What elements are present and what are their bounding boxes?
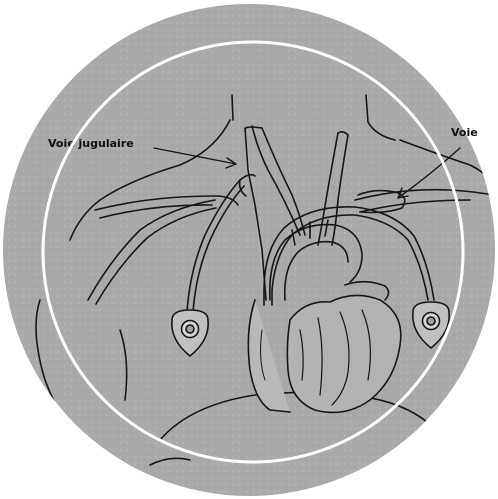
vessel-top-left [246, 127, 262, 128]
label-voie-jugulaire: Voie jugulaire [48, 137, 134, 150]
label-voie-right: Voie [451, 126, 478, 139]
neck-outline-left [232, 95, 233, 120]
